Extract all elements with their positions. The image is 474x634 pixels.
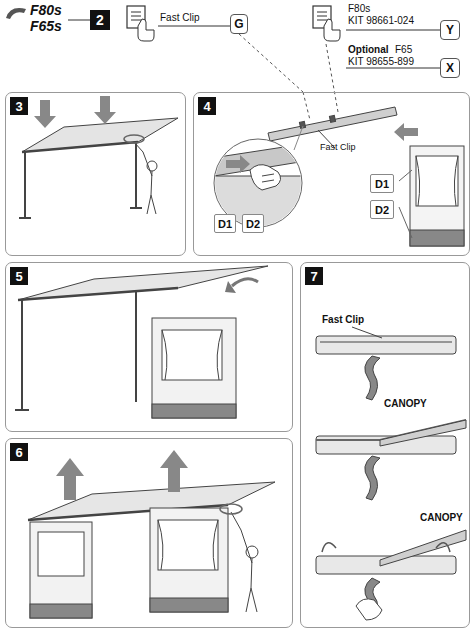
step-badge: 7 <box>305 267 323 285</box>
model-name: F65s <box>30 19 62 34</box>
callout-label: KIT 98661-024 <box>348 15 414 26</box>
box-text: D2 <box>246 218 260 230</box>
step-badge: 4 <box>198 97 216 115</box>
box-text: X <box>446 61 454 75</box>
box-text: D2 <box>375 204 389 216</box>
guide-line <box>326 44 338 112</box>
rail-section-drawing <box>316 327 466 620</box>
callout-label: Fast Clip <box>320 143 356 153</box>
leader-line <box>346 30 440 31</box>
callout-label: Fast Clip <box>160 12 199 23</box>
box-text: Y <box>446 23 454 37</box>
part-label-box: D1 <box>214 214 236 233</box>
part-label-box: D2 <box>370 200 394 219</box>
rail-drawing <box>212 107 464 246</box>
callout-label: CANOPY <box>384 398 427 409</box>
box-text: D1 <box>218 218 232 230</box>
leader-line <box>68 20 90 21</box>
guide-connector <box>239 34 303 92</box>
callout-label: KIT 98655-899 <box>348 56 414 67</box>
step-badge: 6 <box>10 443 28 461</box>
step-panel: 6 <box>5 438 293 628</box>
kit-key-box: G <box>230 14 248 34</box>
awning-drawing <box>15 266 268 418</box>
callout-label: F65 <box>395 44 412 55</box>
callout-label: F80s <box>348 3 370 14</box>
manual-icon <box>127 6 154 41</box>
step-badge: 3 <box>10 97 28 115</box>
callout-label: CANOPY <box>420 512 463 523</box>
manual-icon <box>313 6 340 41</box>
part-label-box: D2 <box>242 214 264 233</box>
awning-drawing <box>19 96 178 218</box>
leader-line <box>158 26 230 27</box>
guide-line <box>303 92 310 120</box>
step-panel: 3 <box>5 92 186 256</box>
model-name: F80s <box>30 3 62 18</box>
kit-key-box: X <box>440 58 460 78</box>
callout-label: Optional <box>348 44 389 55</box>
step-number: 2 <box>90 10 110 30</box>
step-panel: 4D1D2D1D2 <box>193 92 470 256</box>
step-panel: 5 <box>5 262 293 432</box>
box-text: G <box>234 17 243 31</box>
leader-line <box>346 68 440 69</box>
awning-drawing <box>28 450 275 618</box>
kit-key-box: Y <box>440 20 460 40</box>
awning-icon <box>6 8 26 19</box>
box-text: D1 <box>375 178 389 190</box>
part-label-box: D1 <box>370 174 394 193</box>
callout-label: Fast Clip <box>322 314 364 325</box>
box-text: 2 <box>96 12 104 28</box>
step-badge: 5 <box>10 267 28 285</box>
